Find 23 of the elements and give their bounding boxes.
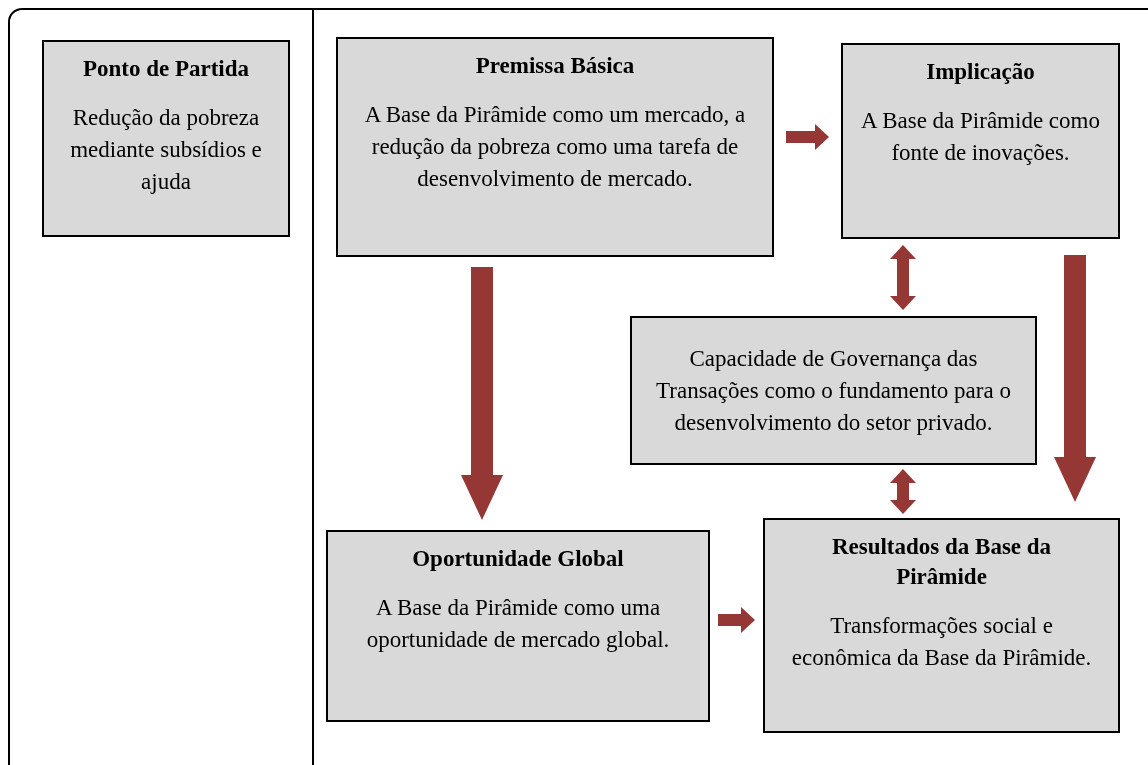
- box-text: A Base da Pirâmide como uma oportunidade de mercado global.: [365, 594, 671, 654]
- block-arrow: [1054, 255, 1096, 502]
- process-box: [841, 43, 1120, 239]
- box-text: Redução da pobreza mediante subsídios e ajuda: [69, 104, 263, 196]
- box-heading: Oportunidade Global: [412, 545, 624, 573]
- block-arrow: [461, 267, 503, 520]
- block-arrow: [890, 245, 916, 310]
- box-text: Transformações social e econômica da Base da Pirâmide.: [790, 612, 1093, 672]
- box-text: A Base da Pirâmide como um mercado, a redução da pobreza como uma tarefa de desenvolvimento de mercado.: [363, 101, 747, 193]
- process-box: [336, 37, 774, 257]
- box-heading: Premissa Básica: [475, 52, 635, 80]
- box-heading: Implicação: [926, 58, 1035, 86]
- box-heading: Ponto de Partida: [82, 55, 250, 83]
- box-heading: Resultados da Base da Pirâmide: [830, 533, 1053, 591]
- box-text: Capacidade de Governança das Transações como o fundamento para o desenvolvimento do setor privado.: [655, 344, 1012, 437]
- block-arrow: [786, 124, 829, 150]
- box-text: A Base da Pirâmide como fonte de inovações.: [860, 107, 1101, 167]
- process-box: [326, 530, 710, 722]
- process-box: [42, 40, 290, 237]
- process-box: [763, 518, 1120, 733]
- block-arrow: [890, 469, 916, 514]
- process-box: [630, 316, 1037, 465]
- block-arrow: [718, 607, 755, 633]
